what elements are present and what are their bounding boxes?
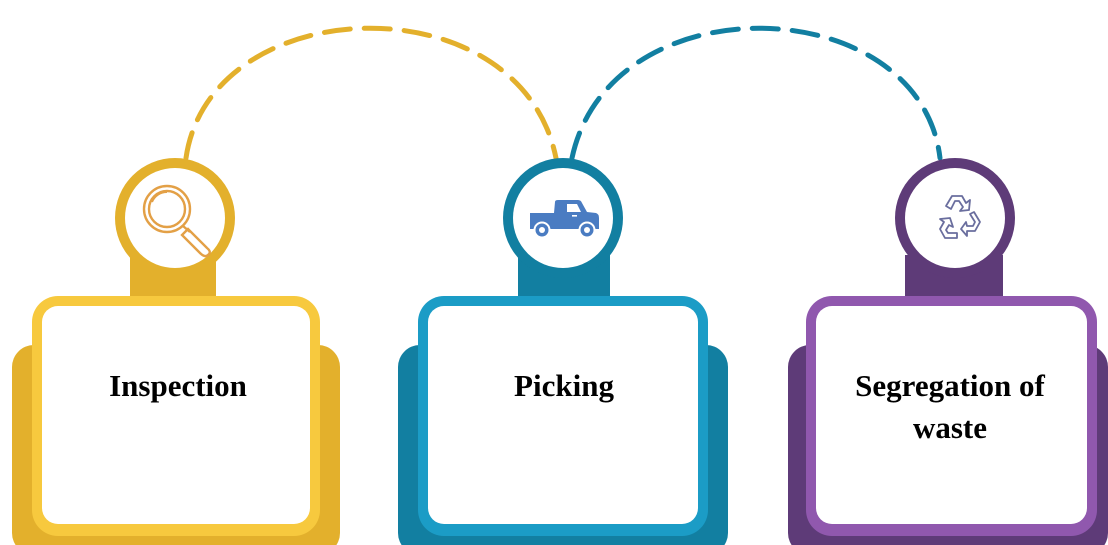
step-card-inspection bbox=[12, 158, 340, 545]
card-inner-panel bbox=[816, 306, 1087, 524]
card-inner-panel bbox=[428, 306, 698, 524]
connector-arc-1 bbox=[183, 25, 559, 161]
pickup-truck-icon bbox=[530, 200, 599, 239]
step-label-picking: Picking bbox=[514, 368, 614, 403]
step-card-segregation bbox=[788, 158, 1108, 545]
recycle-icon bbox=[939, 195, 981, 239]
step-label-inspection: Inspection bbox=[109, 368, 247, 403]
card-inner-panel bbox=[42, 306, 310, 524]
icon-circle-inner bbox=[905, 168, 1005, 268]
magnifier-icon bbox=[142, 184, 211, 258]
connector-arc-2 bbox=[569, 25, 943, 161]
step-label-segregation: Segregation of waste bbox=[855, 368, 1045, 445]
step-card-picking bbox=[398, 158, 728, 545]
